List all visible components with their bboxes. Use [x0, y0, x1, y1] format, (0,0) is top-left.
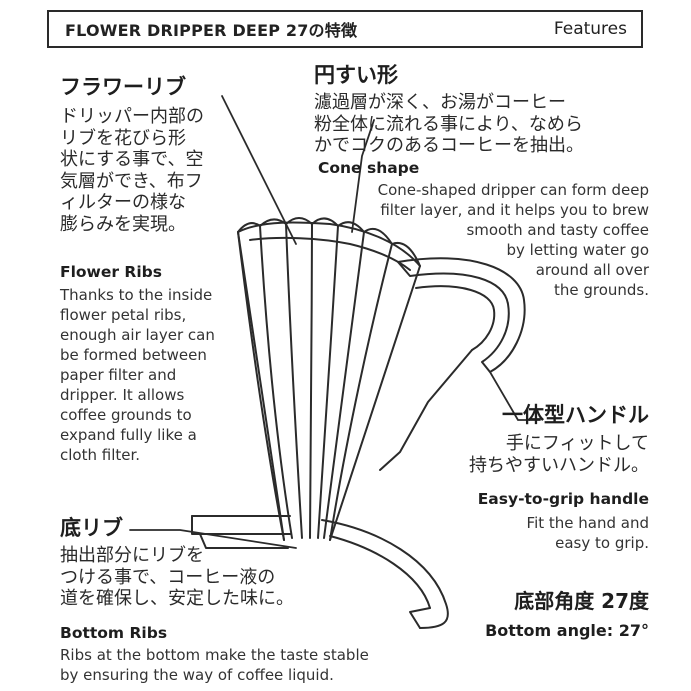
cone-left-edge — [237, 231, 285, 541]
pointer-bottom-ribs — [129, 529, 297, 549]
header-features-label: Features — [553, 19, 627, 39]
handle-body-jp: 手にフィットして 持ちやすいハンドル。 — [469, 433, 649, 476]
base-front — [191, 515, 291, 535]
bottom-ribs-body-en: Ribs at the bottom make the taste stable… — [60, 646, 369, 684]
petal-rib — [323, 231, 365, 539]
handle-inner — [415, 285, 496, 351]
handle-title-en: Easy-to-grip handle — [477, 490, 649, 508]
pointer-handle — [489, 371, 541, 421]
petal-rib — [285, 223, 303, 539]
rim-scallops — [237, 217, 421, 267]
header-box: FLOWER DRIPPER DEEP 27の特徴 Features — [47, 10, 643, 48]
cone-shape-title-jp: 円すい形 — [314, 63, 398, 87]
inner-rim — [249, 236, 411, 271]
flower-ribs-title-en: Flower Ribs — [60, 263, 162, 281]
cone-shape-body-en: Cone-shaped dripper can form deep filter… — [377, 181, 649, 299]
pointer-cone — [351, 119, 375, 233]
cone-shape-body-jp: 濾過層が深く、お湯がコーヒー 粉全体に流れる事により、なめら かでコクのあるコー… — [314, 92, 584, 157]
petal-rib — [259, 225, 293, 539]
cone-right-edge — [329, 265, 421, 541]
handle-title-jp: 一体型ハンドル — [502, 403, 649, 427]
petal-rib — [309, 223, 313, 539]
base-step — [409, 607, 431, 629]
cone-shape-title-en: Cone shape — [318, 159, 420, 177]
pointer-flower-ribs — [221, 95, 297, 245]
bottom-angle-title-jp: 底部角度 27度 — [514, 589, 649, 613]
base-arc-inner — [329, 535, 431, 609]
flower-ribs-body-jp: ドリッパー内部の リブを花びら形 状にする事で、空 気層ができ、布フ ィルターの… — [60, 106, 204, 235]
base-arc-outer — [321, 519, 449, 629]
flower-ribs-title-jp: フラワーリブ — [60, 75, 186, 99]
flower-ribs-body-en: Thanks to the inside flower petal ribs, … — [60, 286, 215, 464]
petal-rib — [237, 231, 285, 541]
handle-lower — [379, 349, 473, 471]
base-left-step — [199, 533, 289, 549]
petal-rib — [317, 225, 339, 539]
cone-rim — [237, 221, 421, 267]
handle-body-en: Fit the hand and easy to grip. — [526, 514, 649, 552]
bottom-ribs-title-en: Bottom Ribs — [60, 624, 168, 642]
bottom-ribs-title-jp: 底リブ — [60, 516, 123, 540]
petal-rib — [329, 243, 393, 541]
header-title: FLOWER DRIPPER DEEP 27の特徴 — [65, 21, 358, 40]
bottom-angle-title-en: Bottom angle: 27° — [485, 621, 649, 640]
bottom-ribs-body-jp: 抽出部分にリブを つける事で、コーヒー液の 道を確保し、安定した味に。 — [60, 545, 294, 610]
